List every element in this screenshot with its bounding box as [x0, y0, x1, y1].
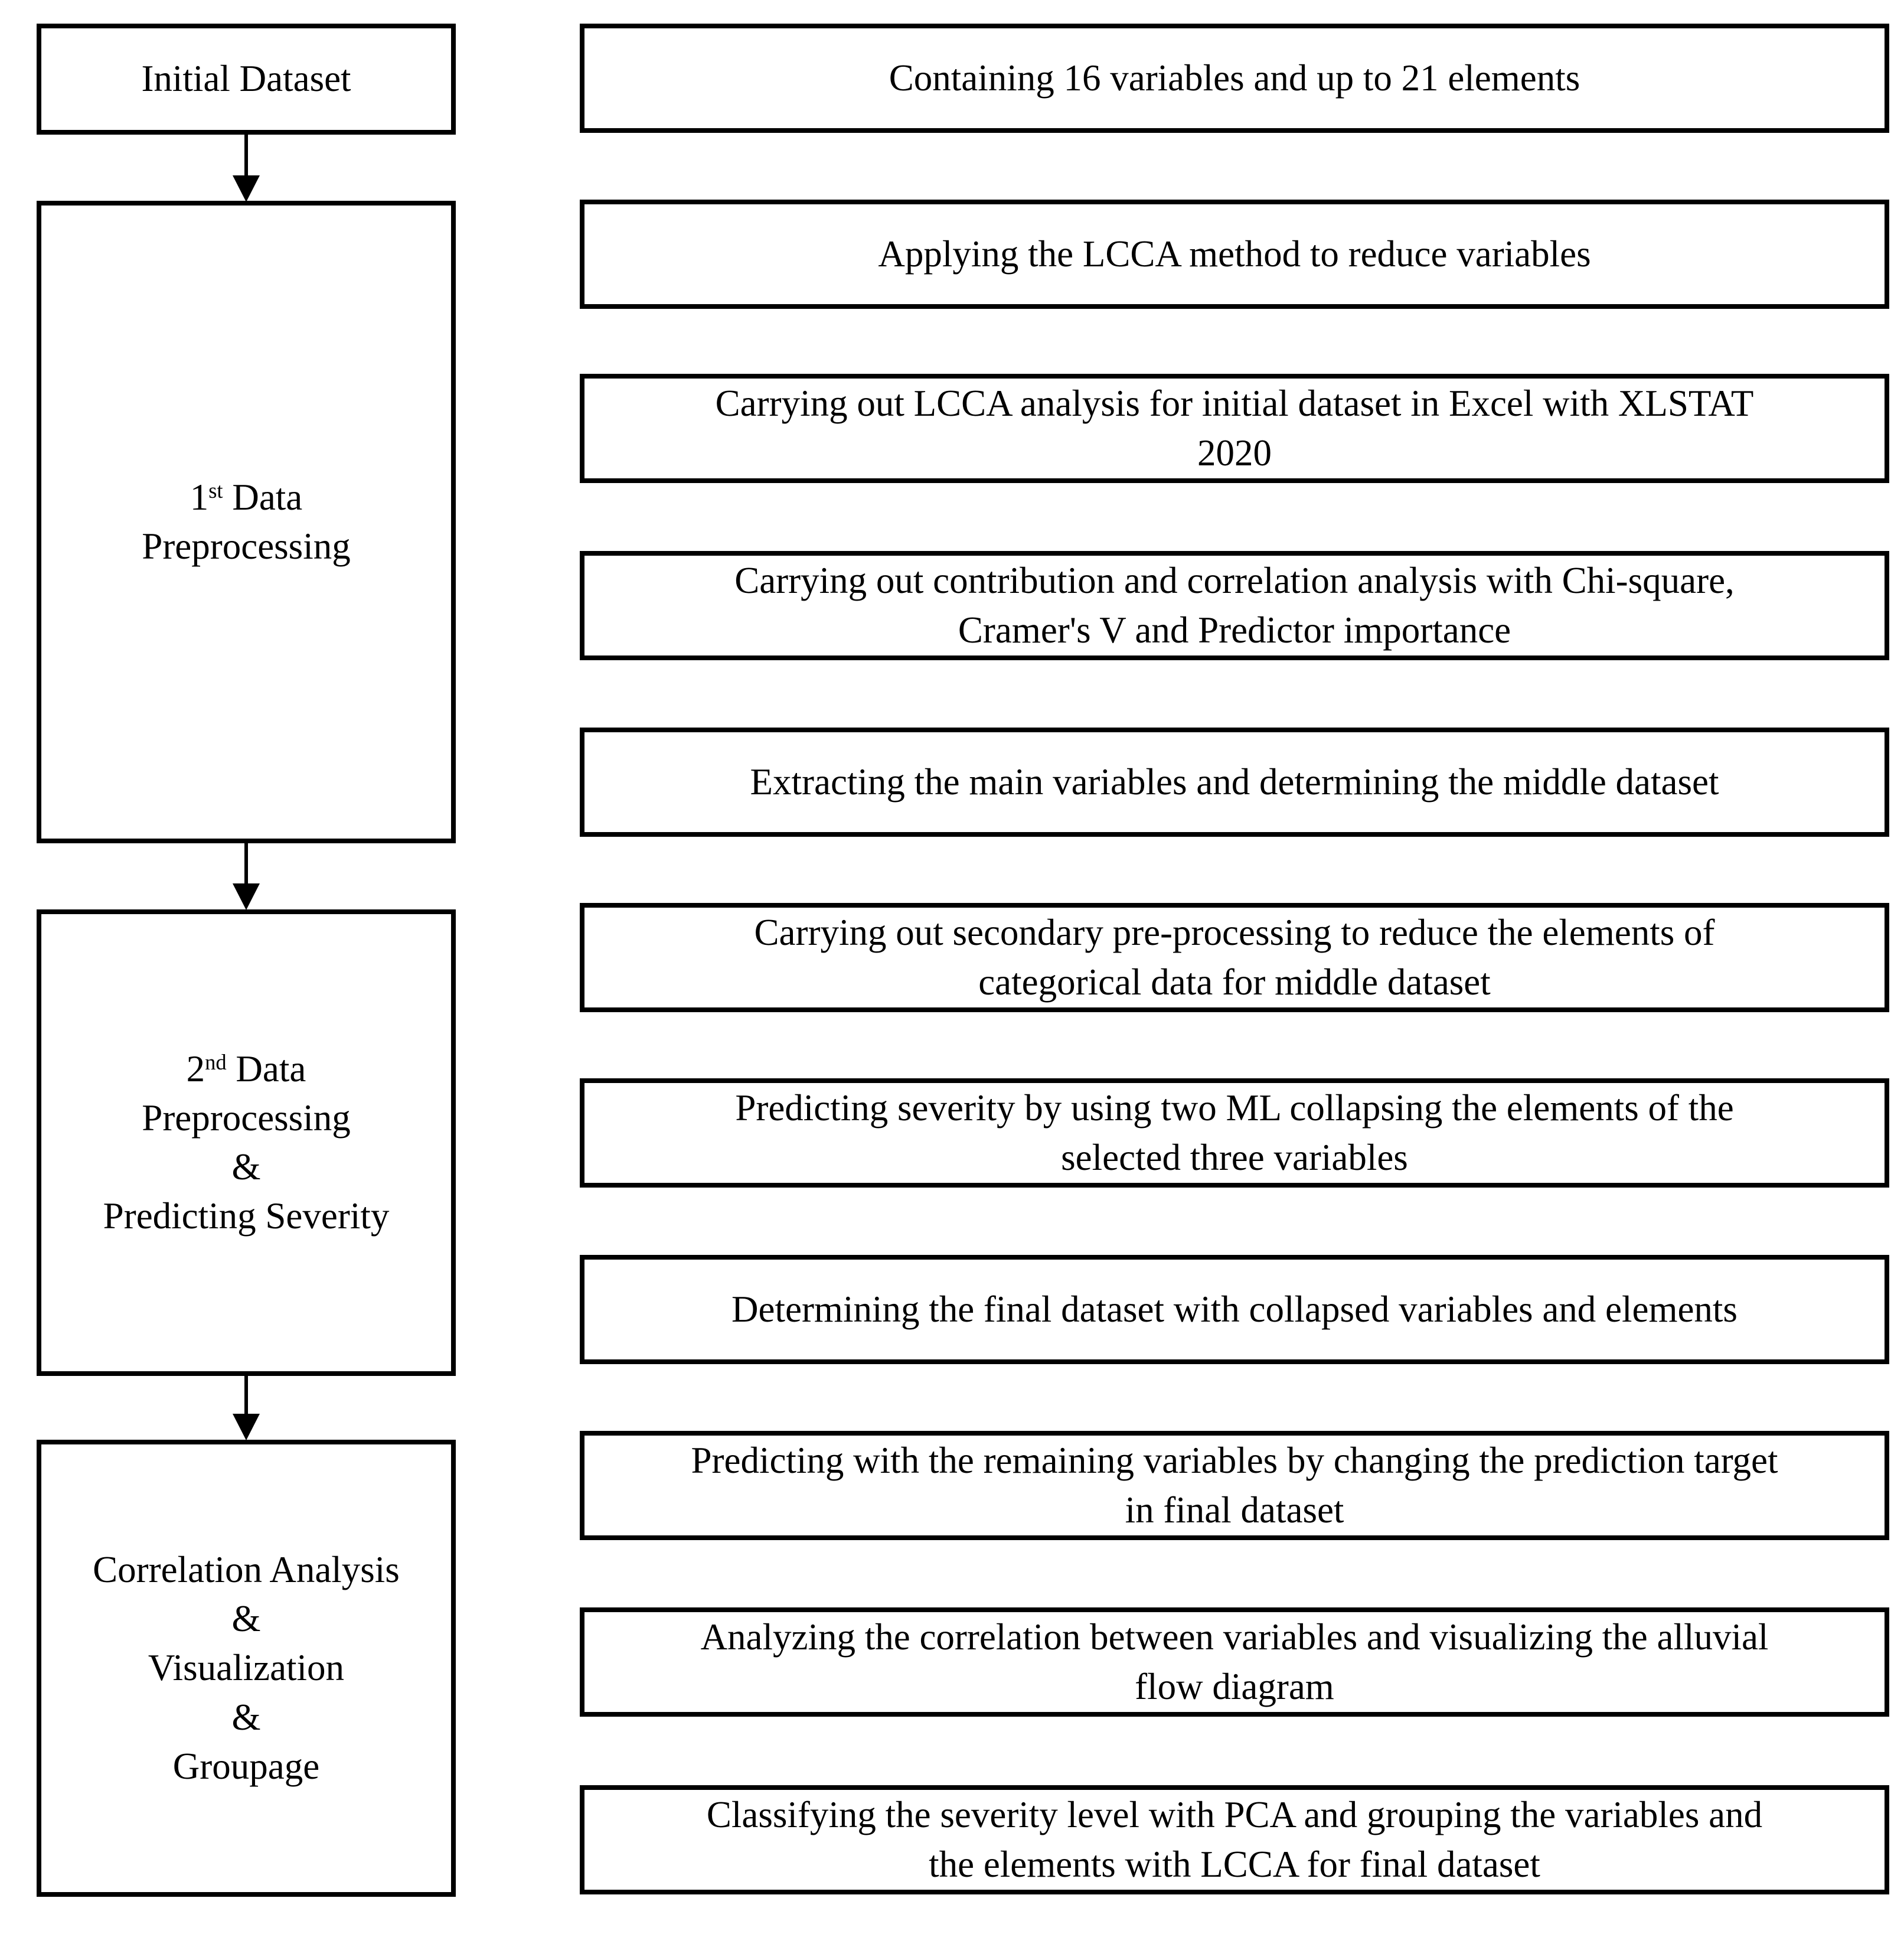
- arrow-head: [233, 883, 260, 910]
- ordinal-number: 1: [190, 476, 209, 518]
- step-text: Determining the final dataset with colla…: [731, 1288, 1738, 1330]
- step-text: Extracting the main variables and determ…: [750, 761, 1719, 803]
- arrow-head: [233, 1414, 260, 1440]
- arrow-shaft: [244, 1376, 248, 1415]
- stage-label-line: Preprocessing: [142, 1097, 351, 1139]
- stage-box-initial-dataset: Initial Dataset: [37, 24, 456, 135]
- ordinal-suffix: nd: [205, 1049, 227, 1074]
- step-box: Carrying out secondary pre-processing to…: [580, 903, 1889, 1012]
- arrow-head: [233, 175, 260, 202]
- step-box: Applying the LCCA method to reduce varia…: [580, 200, 1889, 309]
- step-text: Carrying out LCCA analysis for initial d…: [715, 383, 1754, 474]
- stage-label-line: &: [231, 1696, 261, 1738]
- arrow-shaft: [244, 843, 248, 885]
- arrow-shaft: [244, 135, 248, 177]
- step-text: Applying the LCCA method to reduce varia…: [878, 233, 1591, 275]
- stage-label-line: Correlation Analysis: [93, 1549, 400, 1591]
- stage-label-rest: Data: [223, 476, 303, 518]
- step-text: Predicting with the remaining variables …: [691, 1440, 1778, 1531]
- stage-label-line: Visualization: [148, 1647, 345, 1689]
- step-box: Predicting severity by using two ML coll…: [580, 1078, 1889, 1188]
- step-box: Determining the final dataset with colla…: [580, 1255, 1889, 1364]
- stage-label-line: &: [231, 1598, 261, 1640]
- stage-label-line: 1st Data: [190, 473, 303, 522]
- step-box: Carrying out contribution and correlatio…: [580, 551, 1889, 660]
- stage-label-line: Groupage: [172, 1745, 320, 1787]
- stage-label-line: 2nd Data: [187, 1045, 306, 1094]
- step-box: Extracting the main variables and determ…: [580, 728, 1889, 837]
- stage-label-line: Predicting Severity: [103, 1195, 390, 1237]
- step-box: Containing 16 variables and up to 21 ele…: [580, 24, 1889, 133]
- step-text: Predicting severity by using two ML coll…: [735, 1087, 1734, 1178]
- step-text: Classifying the severity level with PCA …: [706, 1794, 1763, 1885]
- step-box: Predicting with the remaining variables …: [580, 1431, 1889, 1540]
- stage-box-correlation-analysis: Correlation Analysis & Visualization & G…: [37, 1440, 456, 1897]
- step-box: Analyzing the correlation between variab…: [580, 1607, 1889, 1717]
- stage-label-line: Preprocessing: [142, 526, 351, 567]
- stage-label-rest: Data: [226, 1048, 306, 1090]
- stage-box-first-data-preprocessing: 1st Data Preprocessing: [37, 201, 456, 843]
- stage-box-second-data-preprocessing: 2nd Data Preprocessing & Predicting Seve…: [37, 909, 456, 1376]
- stage-label: Initial Dataset: [141, 58, 351, 100]
- step-text: Analyzing the correlation between variab…: [700, 1616, 1769, 1707]
- ordinal-number: 2: [186, 1048, 205, 1090]
- step-text: Carrying out secondary pre-processing to…: [754, 912, 1715, 1003]
- step-text: Containing 16 variables and up to 21 ele…: [889, 57, 1580, 99]
- step-box: Carrying out LCCA analysis for initial d…: [580, 374, 1889, 483]
- step-text: Carrying out contribution and correlatio…: [734, 560, 1735, 651]
- ordinal-suffix: st: [208, 478, 223, 503]
- stage-label-line: &: [231, 1146, 261, 1188]
- step-box: Classifying the severity level with PCA …: [580, 1785, 1889, 1894]
